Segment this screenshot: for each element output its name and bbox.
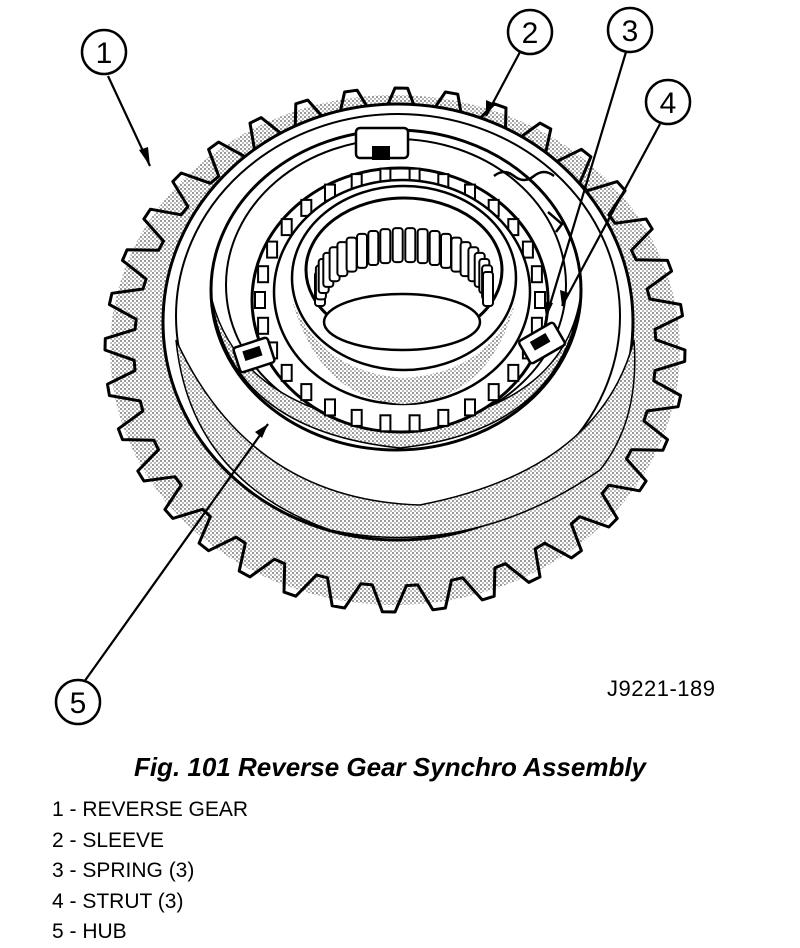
callout-3: 3 xyxy=(606,6,654,54)
legend-item-reverse-gear: 1 - REVERSE GEAR xyxy=(52,798,249,821)
leader-4 xyxy=(561,123,661,307)
hub-spline-tooth xyxy=(324,398,336,417)
bearing-roller xyxy=(356,232,368,269)
hub-spline-tooth xyxy=(379,414,392,433)
spring xyxy=(493,170,564,233)
callout-2-label: 2 xyxy=(522,17,539,50)
callout-4-label: 4 xyxy=(660,87,677,120)
callout-3-label: 3 xyxy=(622,15,639,48)
bearing-roller xyxy=(416,228,429,265)
bearing-roller xyxy=(345,236,358,273)
hub-spline-tooth xyxy=(350,408,363,427)
hub-spline-tooth xyxy=(257,316,270,335)
hub-spline-tooth xyxy=(487,383,500,402)
leader-5 xyxy=(83,423,269,683)
bearing-rollers xyxy=(314,227,494,307)
callout-1: 1 xyxy=(80,28,128,76)
bearing-bore xyxy=(322,292,482,352)
needle-bearing xyxy=(304,196,504,352)
legend-item-sleeve: 2 - SLEEVE xyxy=(52,828,165,852)
bearing-roller xyxy=(440,232,452,269)
hub-spline-tooth xyxy=(257,265,270,284)
hub-spline-tooth xyxy=(266,240,279,259)
synchro-assembly-illustration: 1 2 3 4 5 xyxy=(54,6,692,726)
hub-spline-tooth xyxy=(408,414,421,433)
callout-2: 2 xyxy=(506,8,554,56)
bearing-roller xyxy=(404,227,417,264)
parts-legend: 1 - REVERSE GEAR 2 - SLEEVE 3 - SPRING (… xyxy=(52,795,248,948)
bearing-roller xyxy=(367,230,380,266)
bearing-roller xyxy=(428,230,441,266)
hub-spline-tooth xyxy=(300,383,313,402)
hub-spline-tooth xyxy=(464,398,476,417)
sleeve-notch-key xyxy=(372,146,390,160)
bearing-roller xyxy=(482,271,494,307)
gear-teeth xyxy=(103,86,687,614)
strut-left xyxy=(232,336,276,374)
bearing-roller xyxy=(391,227,404,264)
hub-spline-tooth xyxy=(280,363,293,382)
callout-5-label: 5 xyxy=(70,687,87,720)
leader-3 xyxy=(544,51,628,319)
legend-item-strut: 4 - STRUT (3) xyxy=(52,889,184,913)
callout-1-label: 1 xyxy=(96,37,113,70)
strut-right xyxy=(518,321,566,365)
hub-spline-tooth xyxy=(507,363,520,382)
callouts: 1 2 3 4 5 xyxy=(54,6,692,726)
hub-spline-tooth xyxy=(530,265,543,284)
leader-arrowheads xyxy=(139,100,569,438)
callout-4: 4 xyxy=(644,78,692,126)
hub-spline-tooth xyxy=(254,291,266,309)
bearing-roller xyxy=(379,228,392,265)
figure-caption: Fig. 101 Reverse Gear Synchro Assembly xyxy=(133,752,647,782)
callout-5: 5 xyxy=(54,678,102,726)
hub-face-shade xyxy=(292,300,516,404)
gear-side-shading xyxy=(175,339,636,539)
hub-spline-tooth xyxy=(437,408,450,427)
hub-spline-tooth xyxy=(521,240,534,259)
figure-reference-code: J9221-189 xyxy=(607,676,716,701)
hub-spline-tooth xyxy=(280,218,293,237)
legend-item-spring: 3 - SPRING (3) xyxy=(52,859,195,882)
hub-spline-tooth xyxy=(534,291,546,309)
legend-item-hub: 5 - HUB xyxy=(52,920,127,943)
